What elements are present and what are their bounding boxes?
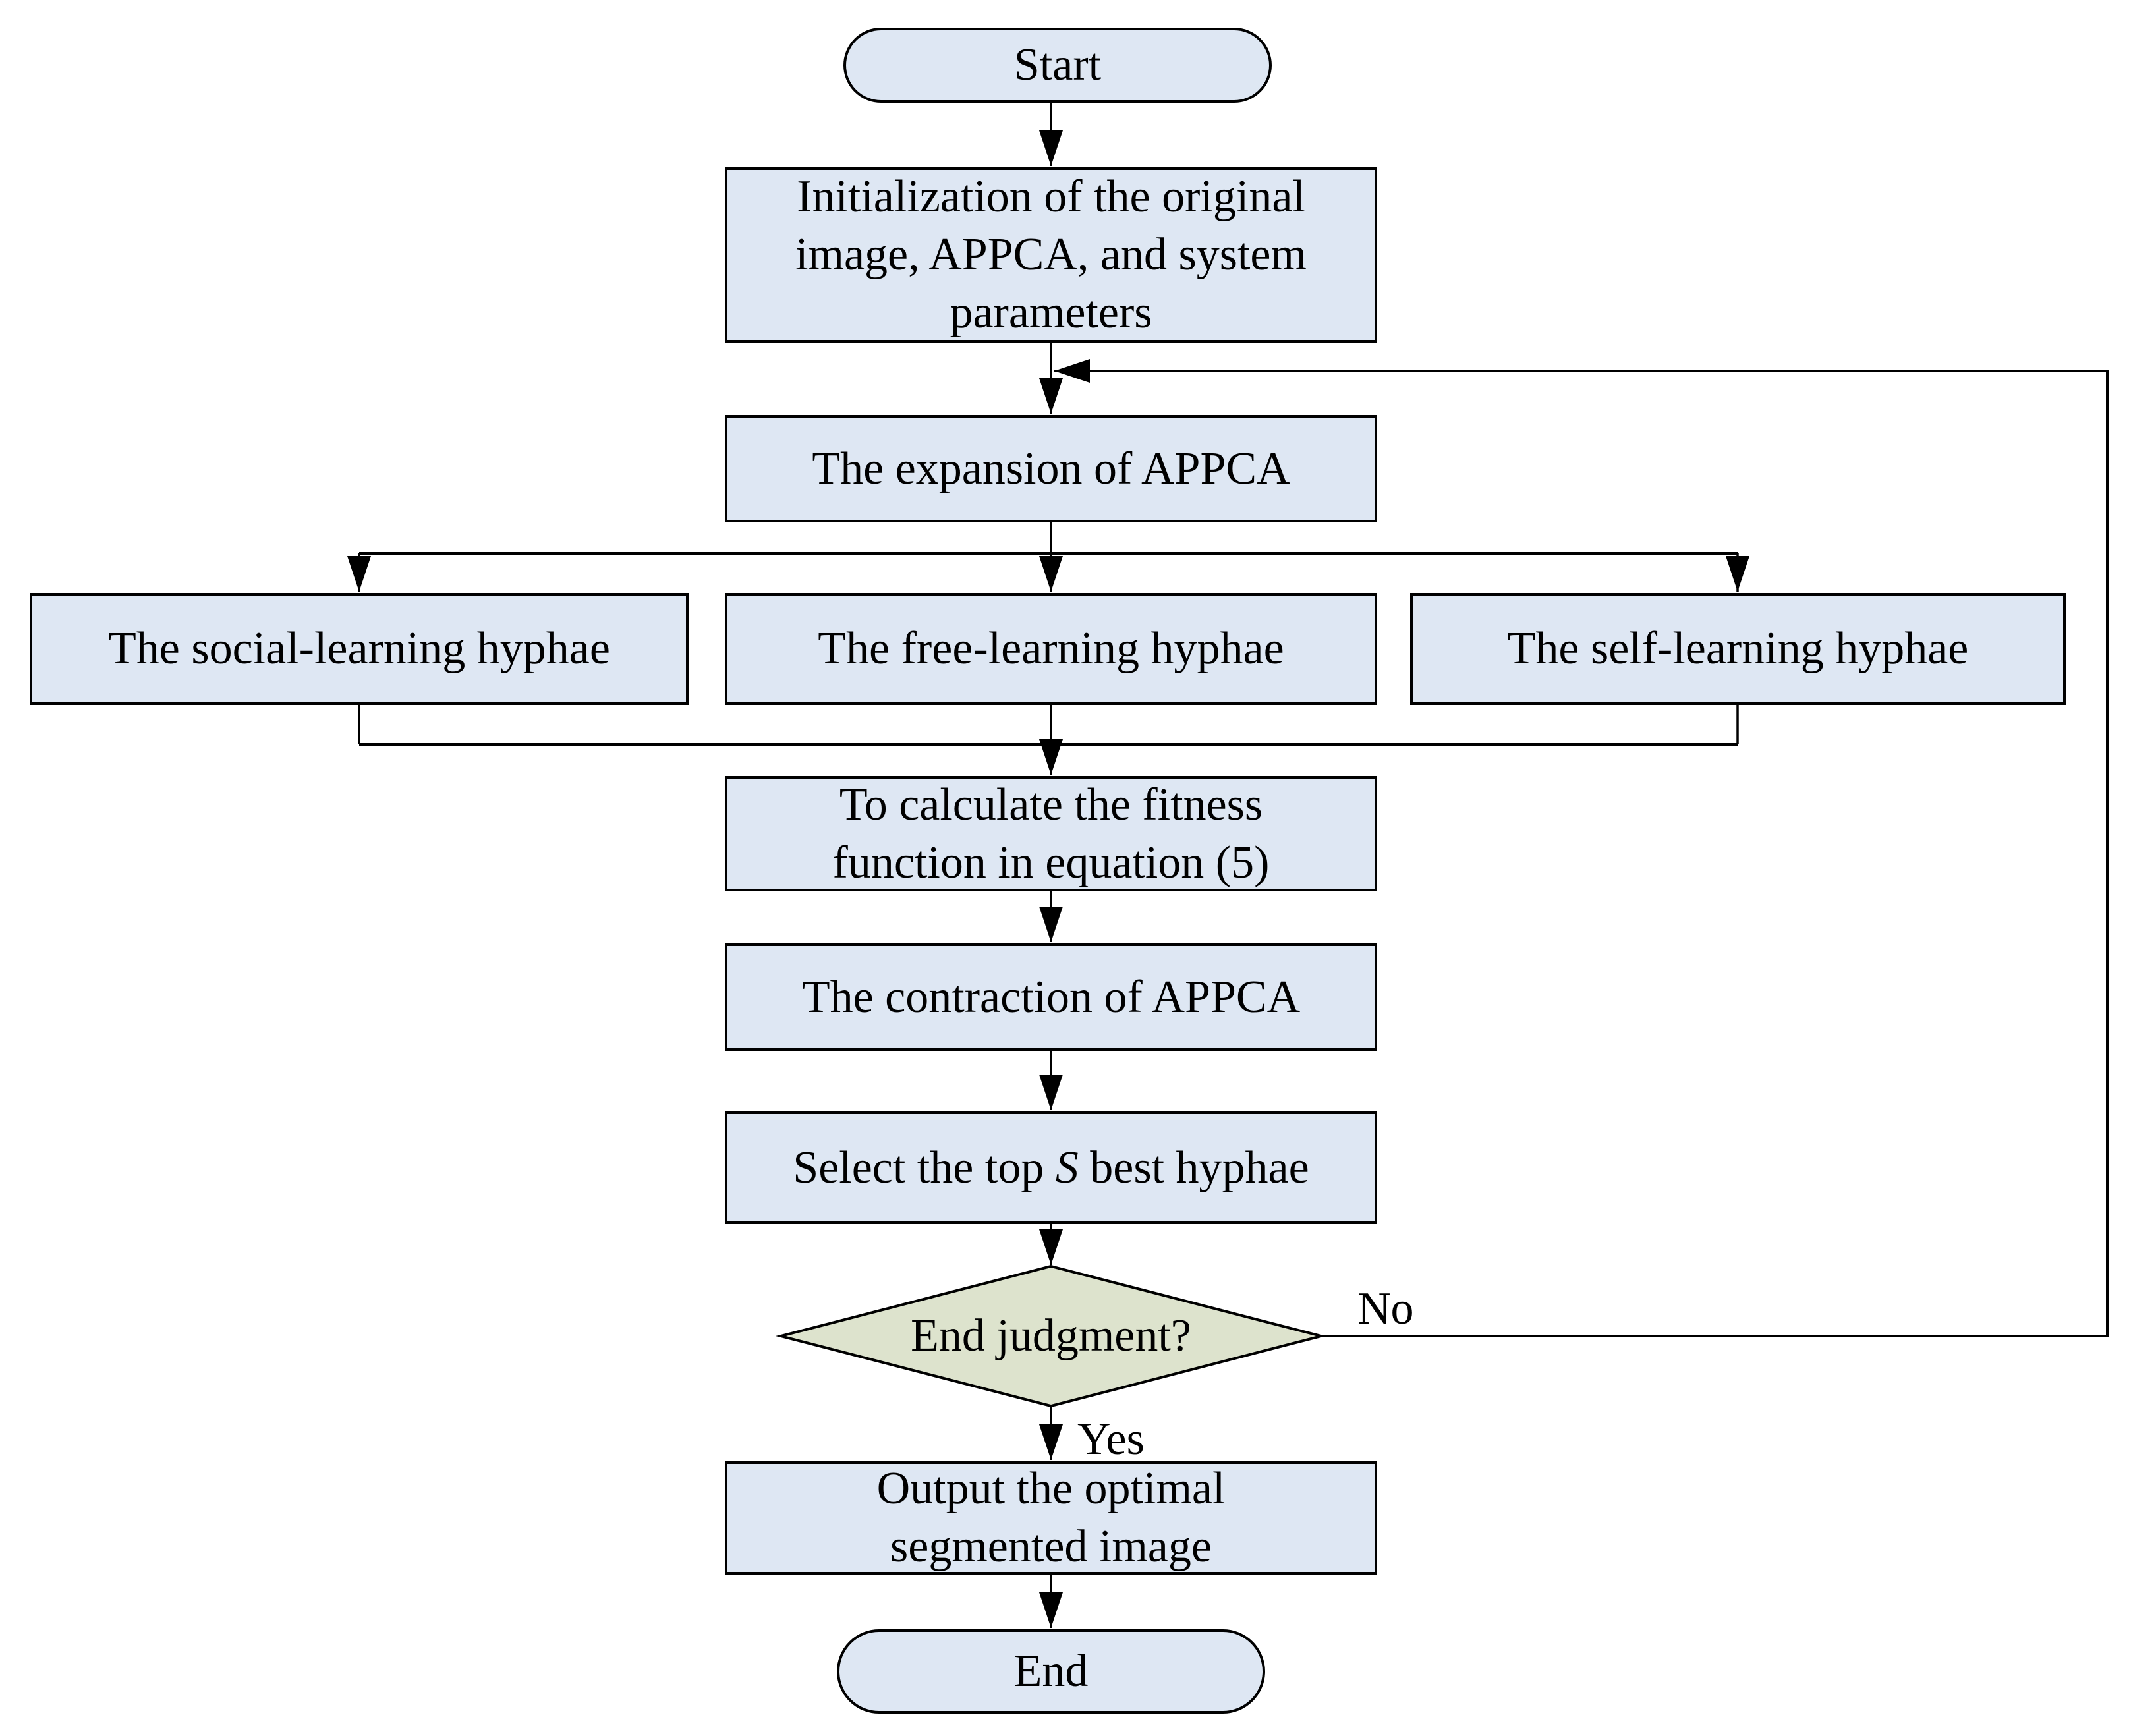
select-label-variable: S — [1055, 1142, 1079, 1193]
init-line-2: image, APPCA, and system — [795, 229, 1307, 280]
decision-diamond-shape — [776, 1264, 1326, 1408]
start-label: Start — [1013, 40, 1102, 90]
select-label-post: best hyphae — [1078, 1142, 1309, 1193]
expansion-node: The expansion of APPCA — [725, 415, 1377, 522]
init-line-3: parameters — [950, 287, 1152, 338]
select-label-pre: Select the top — [793, 1142, 1056, 1193]
fitness-node: To calculate the fitness function in equ… — [725, 776, 1377, 891]
start-node: Start — [843, 28, 1272, 103]
output-line-2: segmented image — [890, 1521, 1212, 1572]
decision-label: End judgment? — [911, 1310, 1191, 1361]
init-line-1: Initialization of the original — [797, 171, 1305, 222]
expansion-label: The expansion of APPCA — [812, 443, 1290, 494]
social-learning-label: The social-learning hyphae — [108, 623, 610, 674]
end-label: End — [1013, 1646, 1089, 1696]
end-node: End — [837, 1629, 1265, 1714]
select-node: Select the top S best hyphae — [725, 1111, 1377, 1224]
init-node: Initialization of the original image, AP… — [725, 167, 1377, 343]
select-label: Select the top S best hyphae — [793, 1139, 1309, 1197]
self-learning-label: The self-learning hyphae — [1507, 623, 1969, 674]
contraction-label: The contraction of APPCA — [801, 971, 1301, 1022]
output-node: Output the optimal segmented image — [725, 1461, 1377, 1575]
no-edge-label: No — [1357, 1283, 1414, 1334]
output-line-1: Output the optimal — [876, 1463, 1226, 1514]
fitness-line-2: function in equation (5) — [832, 837, 1270, 888]
fitness-line-1: To calculate the fitness — [839, 779, 1263, 830]
no-loopback-line — [1054, 359, 2109, 1337]
decision-node: End judgment? — [781, 1273, 1321, 1399]
yes-edge-label: Yes — [1077, 1414, 1145, 1465]
free-learning-label: The free-learning hyphae — [818, 623, 1284, 674]
free-learning-node: The free-learning hyphae — [725, 593, 1377, 705]
social-learning-node: The social-learning hyphae — [30, 593, 689, 705]
self-learning-node: The self-learning hyphae — [1410, 593, 2066, 705]
contraction-node: The contraction of APPCA — [725, 943, 1377, 1051]
